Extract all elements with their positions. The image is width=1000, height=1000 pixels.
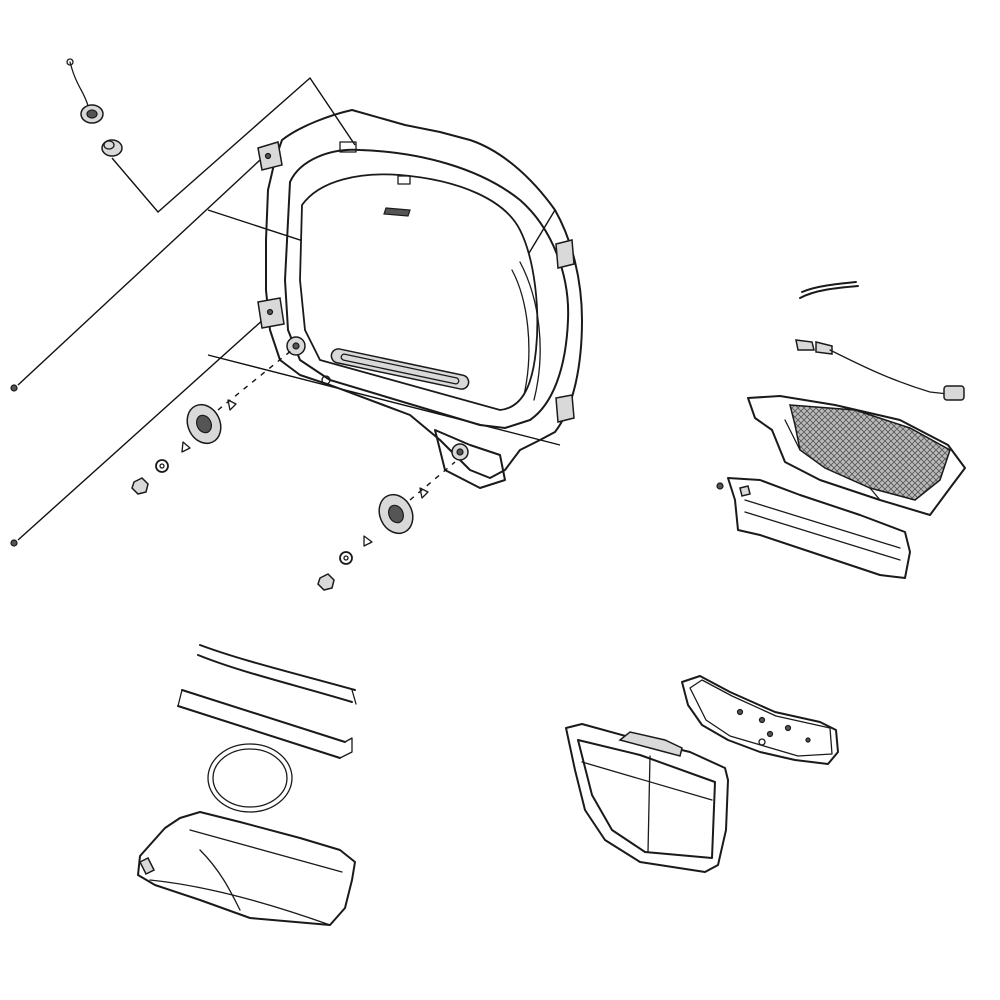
drum-roller-right (363, 461, 456, 547)
sensor-wire (66, 58, 89, 107)
bushing (101, 139, 123, 157)
front-bulkhead (265, 109, 583, 489)
roller-washer-right (339, 551, 353, 565)
lower-hinge-bracket (257, 297, 285, 329)
upper-hinge-bracket (257, 141, 283, 171)
wire-harness-clip (799, 281, 859, 299)
roller-washer-left (155, 459, 169, 473)
grommet (80, 104, 104, 124)
filter-cover-gasket (681, 675, 839, 765)
drum-felt-seal (197, 644, 357, 705)
blower-gasket (207, 743, 293, 813)
roller-nut-right (317, 573, 335, 591)
wire-harness (795, 339, 965, 401)
lint-filter-screen (565, 723, 729, 873)
lint-filter-housing (747, 395, 966, 516)
screw-left-lower (10, 539, 18, 547)
exhaust-duct (137, 811, 356, 926)
drum-glide-strip (177, 689, 353, 759)
right-hinge-bracket-lower (555, 394, 575, 423)
roller-nut-left (131, 477, 149, 495)
drum-roller-left (181, 349, 293, 453)
screw-left-upper (10, 384, 18, 392)
right-hinge-bracket-upper (555, 239, 575, 269)
lint-duct-cover (716, 477, 911, 579)
